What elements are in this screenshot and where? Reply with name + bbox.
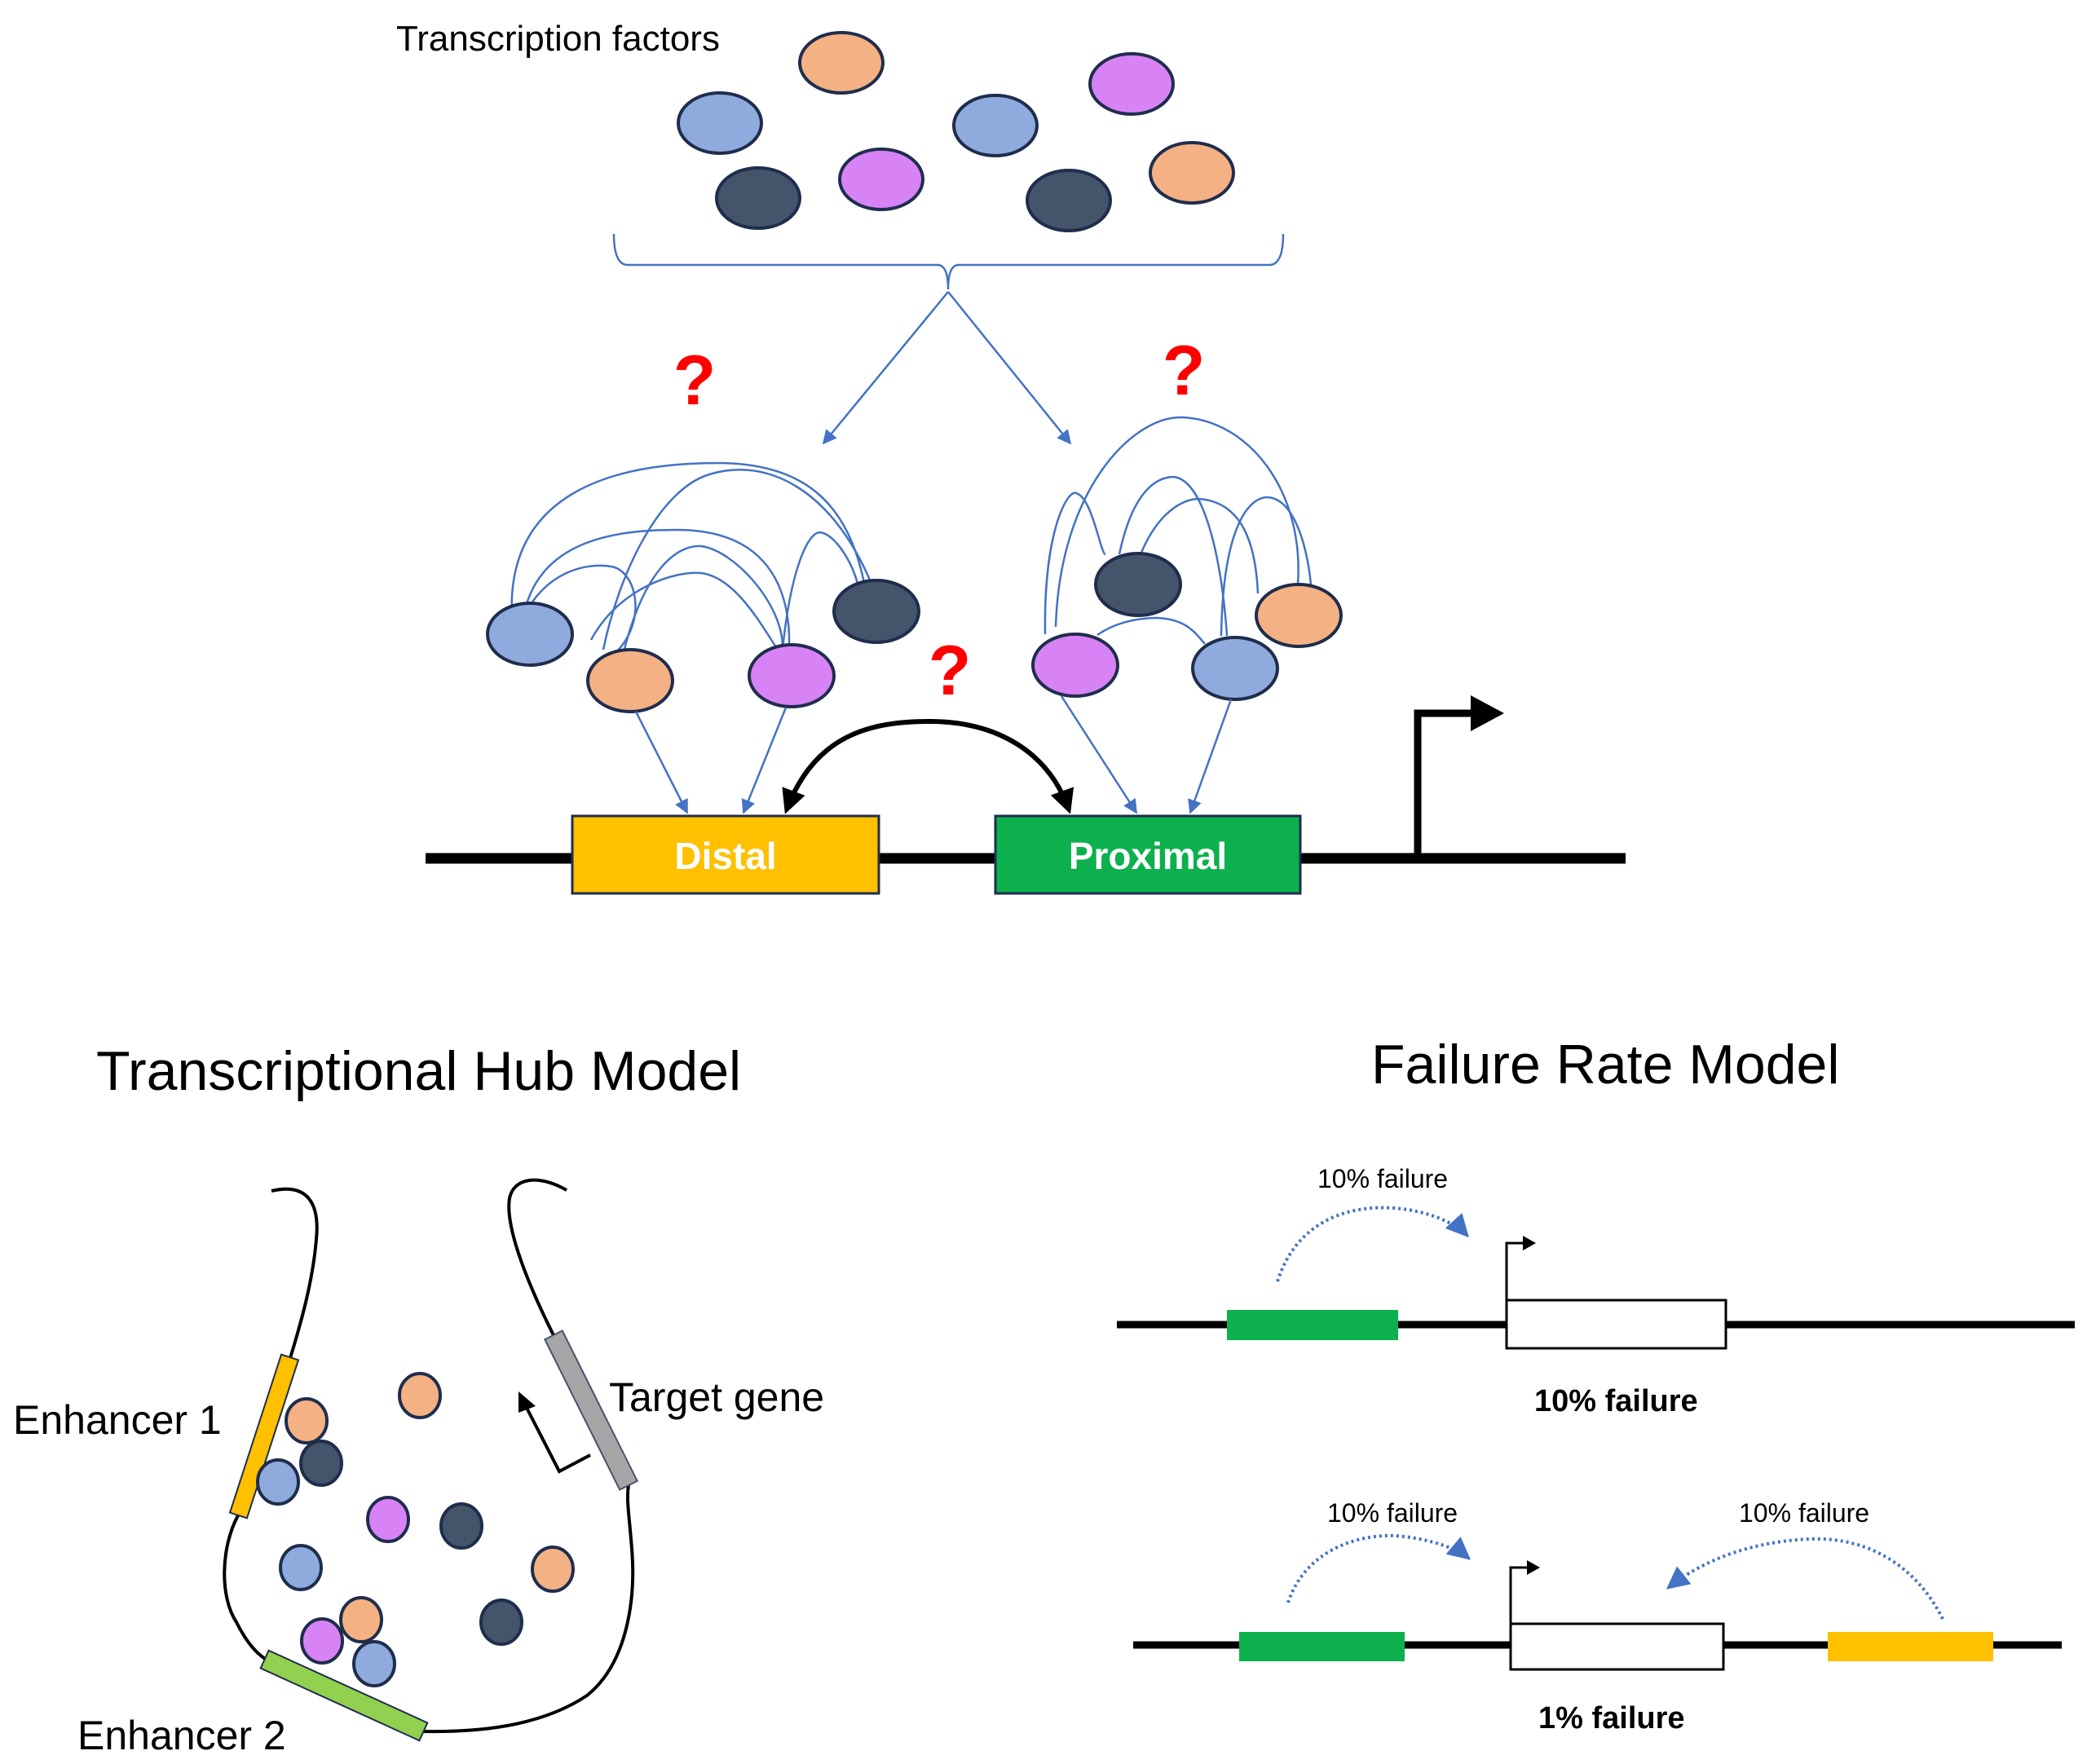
hub-orange-tf <box>531 1546 575 1593</box>
free-dark-tf <box>1026 169 1112 232</box>
proximal-cluster-dark-tf <box>1094 552 1182 617</box>
hub-dark-tf <box>299 1440 343 1487</box>
scenario2-result: 1% failure <box>1538 1701 1685 1735</box>
scenario2-tss-arrowhead <box>1527 1560 1540 1575</box>
free-purple-tf <box>838 148 924 211</box>
proximal-cluster-orange-tf <box>1255 583 1343 648</box>
distal-proximal-interaction-arrow <box>782 718 1074 814</box>
transcription-factors-title: Transcription factors <box>396 19 720 59</box>
tss-arrowhead <box>1471 695 1504 731</box>
scenario1-dotted-arrow <box>1276 1206 1469 1282</box>
scenario2-gene <box>1509 1622 1725 1671</box>
scenario2-right-arrow-label: 10% failure <box>1739 1498 1869 1528</box>
enhancer-1 <box>228 1353 300 1519</box>
grouping-bracket <box>612 233 1285 290</box>
scenario1-gene <box>1505 1299 1727 1350</box>
hub-blue-tf <box>352 1640 396 1687</box>
scenario1-arrow-label: 10% failure <box>1317 1164 1448 1193</box>
hub-model-panel: Transcriptional Hub Model Enhancer 1 Tar… <box>13 1040 824 1758</box>
scenario2-left-dotted-arrow <box>1286 1533 1471 1603</box>
proximal-cluster-blue-tf <box>1191 636 1279 701</box>
hub-blue-tf <box>256 1458 300 1506</box>
hub-purple-tf <box>366 1496 410 1543</box>
target-gene-tss-arrow-icon <box>525 1407 591 1474</box>
free-orange-tf <box>798 31 885 95</box>
question-mark-proximal: ? <box>1163 332 1206 410</box>
chromatin-loop <box>223 1178 635 1734</box>
proximal-label: Proximal <box>1069 835 1227 877</box>
enhancer-2 <box>259 1649 429 1742</box>
target-gene-label: Target gene <box>609 1374 824 1420</box>
transcription-start-arrow-icon <box>1414 709 1474 858</box>
distal-cluster-links <box>510 461 872 653</box>
binding-arrow-purple-proximal <box>1060 695 1138 814</box>
hub-blue-tf <box>279 1544 323 1591</box>
bound-transcription-factors <box>486 552 1343 713</box>
arrow-to-distal-cluster <box>822 291 949 445</box>
free-purple-tf <box>1088 52 1175 116</box>
binding-arrow-blue-proximal <box>1188 699 1233 814</box>
scenario2-enhancer-left <box>1239 1632 1405 1661</box>
scenario1-result: 10% failure <box>1534 1384 1698 1418</box>
free-orange-tf <box>1149 141 1235 205</box>
enhancer-1-label: Enhancer 1 <box>13 1397 222 1443</box>
free-dark-tf <box>715 166 801 230</box>
scenario1-tss-arrowhead <box>1523 1236 1536 1250</box>
question-mark-interaction: ? <box>929 632 972 710</box>
free-blue-tf <box>952 94 1039 157</box>
failure-scenario-two-enhancers: 10% failure 10% failure 1% failure <box>1133 1498 2062 1735</box>
hub-model-heading: Transcriptional Hub Model <box>96 1040 741 1102</box>
free-blue-tf <box>677 91 763 155</box>
hub-dark-tf <box>479 1599 523 1646</box>
proximal-cluster-purple-tf <box>1031 633 1119 698</box>
distal-cluster-purple-tf <box>748 643 836 708</box>
distal-label: Distal <box>674 835 776 877</box>
distal-cluster-dark-tf <box>832 579 920 644</box>
hub-transcription-factors <box>256 1372 575 1687</box>
arrow-to-proximal-cluster <box>947 291 1072 445</box>
question-mark-distal: ? <box>673 342 717 420</box>
distal-cluster-blue-tf <box>486 602 574 667</box>
scenario2-left-arrow-label: 10% failure <box>1327 1498 1458 1528</box>
failure-model-heading: Failure Rate Model <box>1371 1034 1839 1096</box>
target-gene <box>543 1330 639 1491</box>
scenario2-enhancer-right <box>1828 1632 1993 1661</box>
distal-cluster-orange-tf <box>586 648 674 713</box>
hub-orange-tf <box>398 1372 442 1419</box>
distal-element: Distal <box>571 814 880 895</box>
proximal-cluster-links <box>1044 416 1313 645</box>
enhancer-2-label: Enhancer 2 <box>77 1713 286 1758</box>
free-transcription-factors <box>677 31 1235 232</box>
scenario2-tss-arrow-icon <box>1509 1566 1530 1624</box>
hub-dark-tf <box>439 1502 483 1550</box>
target-gene-tss-arrowhead <box>518 1391 536 1413</box>
distal-box <box>571 814 880 895</box>
hub-orange-tf <box>339 1596 383 1643</box>
scenario1-tss-arrow-icon <box>1505 1241 1526 1300</box>
failure-scenario-single-enhancer: 10% failure 10% failure <box>1117 1164 2075 1418</box>
binding-arrow-purple-distal <box>741 707 788 814</box>
scenario1-enhancer <box>1227 1310 1398 1340</box>
binding-arrow-orange-distal <box>634 711 689 814</box>
scenario2-right-dotted-arrow <box>1666 1537 1944 1620</box>
hub-purple-tf <box>300 1617 344 1665</box>
hub-orange-tf <box>285 1397 329 1444</box>
proximal-element: Proximal <box>994 814 1302 895</box>
failure-rate-panel: Failure Rate Model 10% failure 10% failu… <box>1117 1034 2075 1735</box>
proximal-box <box>994 814 1302 895</box>
top-panel: Transcription factors ? ? ? <box>396 19 1626 895</box>
